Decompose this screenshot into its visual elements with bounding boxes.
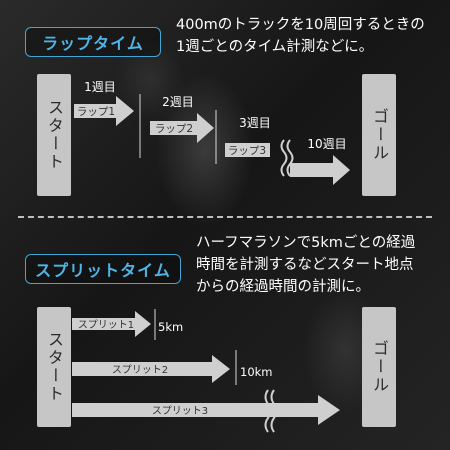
lap-goal-box: ゴール: [362, 74, 396, 196]
lap-marker-2: 2週目: [162, 95, 194, 109]
lap-arrow-2: [150, 113, 214, 143]
lap-time-badge: ラップタイム: [25, 27, 161, 57]
lap-label-3: ラップ3: [228, 145, 266, 157]
lap-arrow-10: [290, 155, 350, 185]
split-distance-10km: 10km: [240, 365, 273, 379]
lap-start-label: スタート: [45, 99, 64, 171]
lap-break-mark: [280, 139, 288, 177]
lap-marker-3: 3週目: [239, 116, 271, 130]
split-description: ハーフマラソンで5kmごとの経過 時間を計測するなどスタート地点 からの経過時間…: [196, 235, 416, 295]
lap-label-1: ラップ1: [77, 106, 115, 118]
lap-arrow-3: [225, 143, 270, 157]
lap-goal-label: ゴール: [370, 108, 389, 162]
lap-label-2: ラップ2: [155, 123, 193, 135]
split-goal-box: ゴール: [362, 307, 396, 427]
split-time-badge-label: スプリットタイム: [35, 261, 171, 280]
lap-break-mark-2: [286, 139, 294, 177]
split-start-label: スタート: [45, 331, 64, 403]
split-goal-label: ゴール: [370, 340, 389, 394]
lap-marker-1: 1週目: [84, 80, 116, 94]
lap-start-box: スタート: [37, 74, 71, 196]
section-divider: [18, 216, 432, 218]
lap-arrow-1: [74, 96, 134, 126]
split-start-box: スタート: [37, 307, 71, 427]
split-arrow-1: [72, 311, 151, 337]
split-time-badge: スプリットタイム: [25, 254, 181, 284]
split-break-mark-2: [270, 389, 278, 433]
lap-time-badge-label: ラップタイム: [42, 34, 144, 53]
lap-marker-10: 10週目: [307, 137, 346, 151]
lap-description: 400mのトラックを10周回するときの 1週ごとのタイム計測などに。: [176, 17, 425, 55]
split-distance-5km: 5km: [158, 320, 183, 334]
split-arrow-3: [72, 395, 340, 425]
split-arrow-2: [72, 355, 230, 383]
split-label-3: スプリット3: [152, 405, 208, 417]
split-break-mark: [264, 389, 272, 433]
split-label-2: スプリット2: [112, 364, 168, 376]
split-label-1: スプリット1: [78, 319, 134, 331]
